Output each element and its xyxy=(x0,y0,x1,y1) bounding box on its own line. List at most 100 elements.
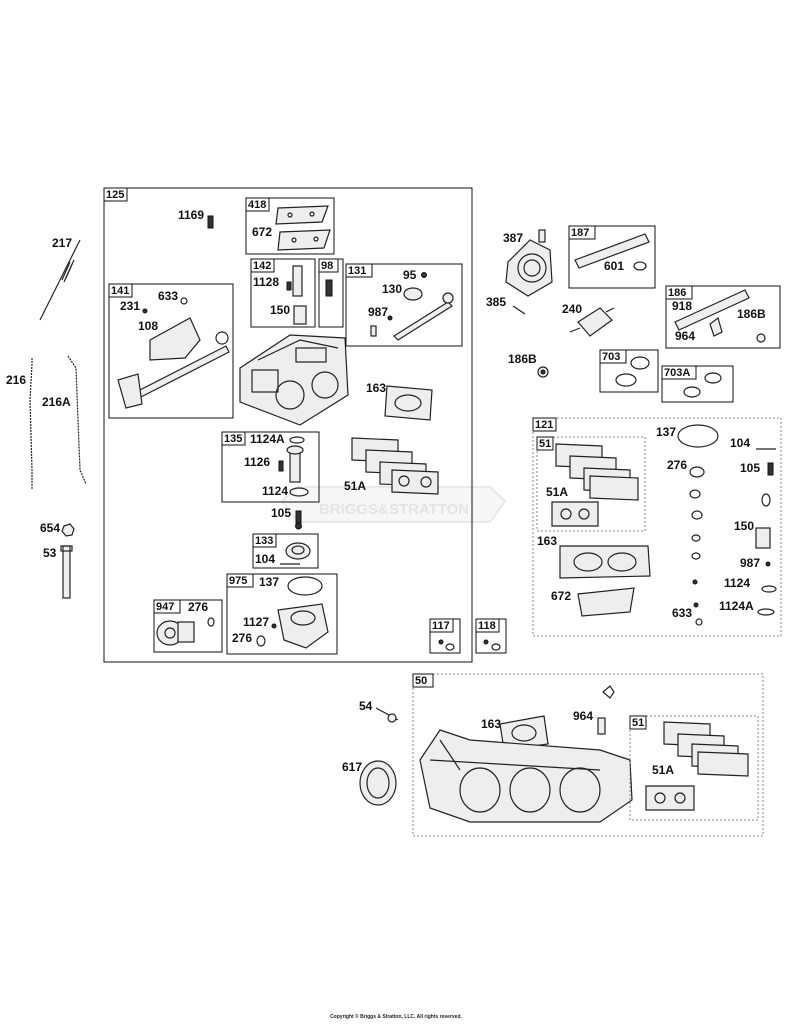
callout-1127: 1127 xyxy=(243,615,269,629)
clamps-703A xyxy=(683,372,722,398)
gasket-418-part xyxy=(275,205,331,251)
callout-137-right: 137 xyxy=(656,425,676,439)
part-947-solenoid xyxy=(156,617,215,646)
callout-633-right: 633 xyxy=(672,606,692,620)
group-125-tag: 125 xyxy=(106,189,124,201)
group-142-frame xyxy=(250,258,316,328)
group-975-tag: 975 xyxy=(229,575,247,587)
callout-163-right: 163 xyxy=(537,534,557,548)
callout-1124A-left: 1124A xyxy=(250,432,285,446)
callout-276-mid: 276 xyxy=(232,631,252,645)
group-133-tag: 133 xyxy=(255,535,273,547)
callout-53: 53 xyxy=(43,546,57,560)
callout-964-top: 964 xyxy=(675,329,695,343)
callout-617: 617 xyxy=(342,760,362,774)
group-703A-tag: 703A xyxy=(664,367,690,379)
group-118-tag: 118 xyxy=(478,620,496,632)
part-133 xyxy=(280,542,311,565)
part-1124-right xyxy=(761,585,777,593)
callout-231: 231 xyxy=(120,299,140,313)
group-947-tag: 947 xyxy=(156,601,174,613)
gaskets-51-lower xyxy=(645,721,749,811)
callout-51A-bottom: 51A xyxy=(652,763,674,777)
callout-163-left: 163 xyxy=(366,381,386,395)
callout-1128: 1128 xyxy=(253,275,279,289)
callout-51A-left: 51A xyxy=(344,479,366,493)
callout-105-left: 105 xyxy=(271,506,291,520)
group-51-upper-tag: 51 xyxy=(539,438,551,450)
group-703-frame xyxy=(599,349,659,393)
callout-1126: 1126 xyxy=(244,455,270,469)
group-133-frame xyxy=(252,533,319,569)
callout-1124A-right: 1124A xyxy=(719,599,754,613)
callout-216A: 216A xyxy=(42,395,71,409)
gasket-ring-617 xyxy=(359,760,397,806)
washers-column xyxy=(689,466,705,626)
part-1124A-right xyxy=(757,608,775,616)
callout-186B-right: 186B xyxy=(737,307,766,321)
fuel-pump-387 xyxy=(505,229,553,297)
copyright-notice: Copyright © Briggs & Stratton, LLC. All … xyxy=(330,1014,462,1020)
callout-276-right: 276 xyxy=(667,458,687,472)
callout-216: 216 xyxy=(6,373,26,387)
callout-672-top: 672 xyxy=(252,225,272,239)
group-50-tag: 50 xyxy=(415,675,427,687)
fitting-186B xyxy=(537,366,549,378)
group-121-frame xyxy=(532,417,782,637)
bolt-54 xyxy=(375,707,399,723)
gasket-163-part xyxy=(384,385,433,421)
callout-95: 95 xyxy=(403,268,417,282)
watermark-text: BRIGGS&STRATTON xyxy=(319,501,469,518)
callout-633-top: 633 xyxy=(158,289,178,303)
gaskets-51A-part xyxy=(351,437,439,495)
screw-385 xyxy=(512,305,526,315)
fuel-hose-187 xyxy=(574,233,650,271)
callout-54: 54 xyxy=(359,699,373,713)
callout-108: 108 xyxy=(138,319,158,333)
group-125-frame xyxy=(103,187,473,663)
group-141-frame xyxy=(108,283,234,419)
callout-105-right: 105 xyxy=(740,461,760,475)
gasket-672-right xyxy=(577,587,635,617)
group-98-tag: 98 xyxy=(321,260,333,272)
rod-216 xyxy=(29,358,33,490)
rod-216A xyxy=(67,355,87,485)
group-51-upper-frame xyxy=(536,436,646,532)
fitting-50-top xyxy=(602,685,615,699)
intake-manifold xyxy=(419,729,633,823)
throttle-body-housing xyxy=(239,334,349,426)
callout-672-right: 672 xyxy=(551,589,571,603)
callout-987-right: 987 xyxy=(740,556,760,570)
group-121-tag: 121 xyxy=(535,419,553,431)
group-947-frame xyxy=(153,599,223,653)
callout-601: 601 xyxy=(604,259,624,273)
callout-217: 217 xyxy=(52,236,72,250)
group-135-tag: 135 xyxy=(224,433,242,445)
callout-385: 385 xyxy=(486,295,506,309)
group-703-tag: 703 xyxy=(602,351,620,363)
part-141-throttle-shaft xyxy=(117,297,230,409)
gaskets-51-upper xyxy=(551,443,639,527)
group-51-lower-tag: 51 xyxy=(632,717,644,729)
part-150-right xyxy=(755,527,771,549)
callout-186B-left: 186B xyxy=(508,352,537,366)
clamps-703 xyxy=(615,356,650,387)
group-975-frame xyxy=(226,573,338,655)
group-187-frame xyxy=(568,225,656,289)
group-418-tag: 418 xyxy=(248,199,266,211)
stud-53 xyxy=(60,545,73,599)
part-105-right xyxy=(761,462,774,507)
group-141-tag: 141 xyxy=(111,285,129,297)
gasket-163-bottom xyxy=(499,715,549,751)
group-131-tag: 131 xyxy=(348,265,366,277)
callout-1124-right: 1124 xyxy=(724,576,750,590)
fuel-filter-240 xyxy=(569,307,615,337)
callout-240: 240 xyxy=(562,302,582,316)
callout-150-right: 150 xyxy=(734,519,754,533)
part-987-right xyxy=(765,561,771,567)
group-418-frame xyxy=(245,197,335,255)
nut-654 xyxy=(61,523,75,537)
group-117-tag: 117 xyxy=(432,620,450,632)
callout-964-bottom: 964 xyxy=(573,709,593,723)
